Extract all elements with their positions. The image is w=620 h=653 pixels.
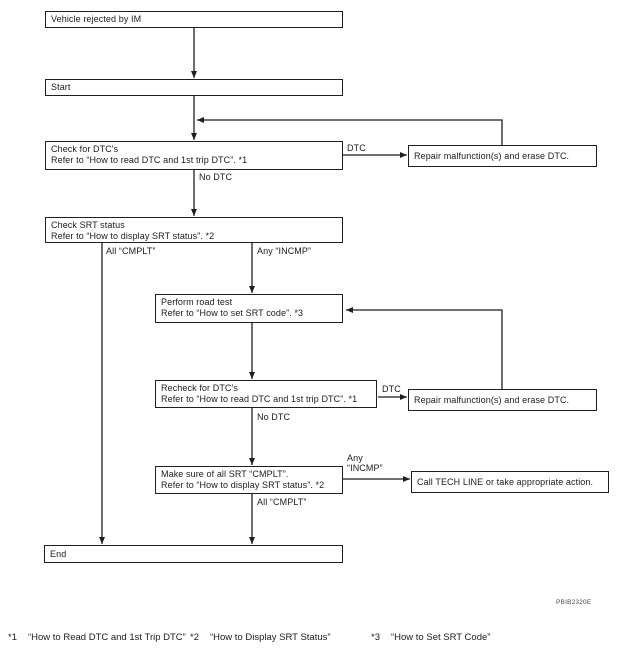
edge-label-any-incmp-2-line2: “INCMP” [347,463,383,473]
node-check-srt-line1: Check SRT status [51,220,125,230]
node-make-sure-srt-line1: Make sure of all SRT “CMPLT”. [161,469,289,479]
node-road-test: Perform road test Refer to “How to set S… [155,294,343,323]
node-check-srt: Check SRT status Refer to “How to displa… [45,217,343,243]
edge-label-no-dtc-1: No DTC [199,172,233,182]
node-check-dtc-line2: Refer to “How to read DTC and 1st trip D… [51,155,248,165]
node-repair-erase-2: Repair malfunction(s) and erase DTC. [408,389,597,411]
footnote-1: *1 “How to Read DTC and 1st Trip DTC” [8,632,186,643]
node-start-label: Start [51,82,71,92]
node-repair-erase-2-label: Repair malfunction(s) and erase DTC. [414,394,570,405]
edge-repair2-feedback [346,307,503,389]
node-check-srt-line2: Refer to “How to display SRT status”. *2 [51,231,215,241]
node-road-test-line1: Perform road test [161,297,233,307]
node-start: Start [45,79,343,96]
figure-id: PBIB2320E [556,599,592,606]
edge-label-dtc-1: DTC [347,143,366,153]
edge-repair1-feedback [197,117,503,145]
node-recheck-dtc-line2: Refer to “How to read DTC and 1st trip D… [161,394,358,404]
node-end: End [44,545,343,563]
footnote-2: *2 “How to Display SRT Status” [190,632,331,643]
footnote-3-label: “How to Set SRT Code” [390,632,491,643]
node-repair-erase-1-label: Repair malfunction(s) and erase DTC. [414,150,570,161]
footnote-3: *3 “How to Set SRT Code” [371,632,490,643]
footnote-3-ref: *3 [371,632,380,643]
node-make-sure-srt-line2: Refer to “How to display SRT status”. *2 [161,480,325,490]
node-vehicle-rejected-label: Vehicle rejected by IM [51,14,142,24]
footnote-2-label: “How to Display SRT Status” [209,632,331,643]
footnote-1-label: “How to Read DTC and 1st Trip DTC” [27,632,186,643]
edge-label-all-cmplt-1: All “CMPLT” [106,246,156,256]
node-vehicle-rejected: Vehicle rejected by IM [45,11,343,28]
node-check-dtc-line1: Check for DTC's [51,144,119,154]
node-call-tech-line-label: Call TECH LINE or take appropriate actio… [417,476,594,487]
node-recheck-dtc: Recheck for DTC's Refer to “How to read … [155,380,377,408]
edge-label-any-incmp-2: Any “INCMP” [347,453,383,473]
edge-label-any-incmp-2-line1: Any [347,453,363,463]
node-end-label: End [50,548,67,559]
edge-label-all-cmplt-2: All “CMPLT” [257,497,307,507]
node-recheck-dtc-line1: Recheck for DTC's [161,383,238,393]
node-call-tech-line: Call TECH LINE or take appropriate actio… [411,471,609,493]
node-check-dtc: Check for DTC's Refer to “How to read DT… [45,141,343,170]
footnote-1-ref: *1 [8,632,17,643]
edge-label-dtc-2: DTC [382,384,401,394]
node-make-sure-srt: Make sure of all SRT “CMPLT”. Refer to “… [155,466,343,494]
edge-label-any-incmp-1: Any “INCMP” [257,246,312,256]
node-repair-erase-1: Repair malfunction(s) and erase DTC. [408,145,597,167]
footnote-2-ref: *2 [190,632,199,643]
edge-label-no-dtc-2: No DTC [257,412,291,422]
node-road-test-line2: Refer to “How to set SRT code”. *3 [161,308,304,318]
